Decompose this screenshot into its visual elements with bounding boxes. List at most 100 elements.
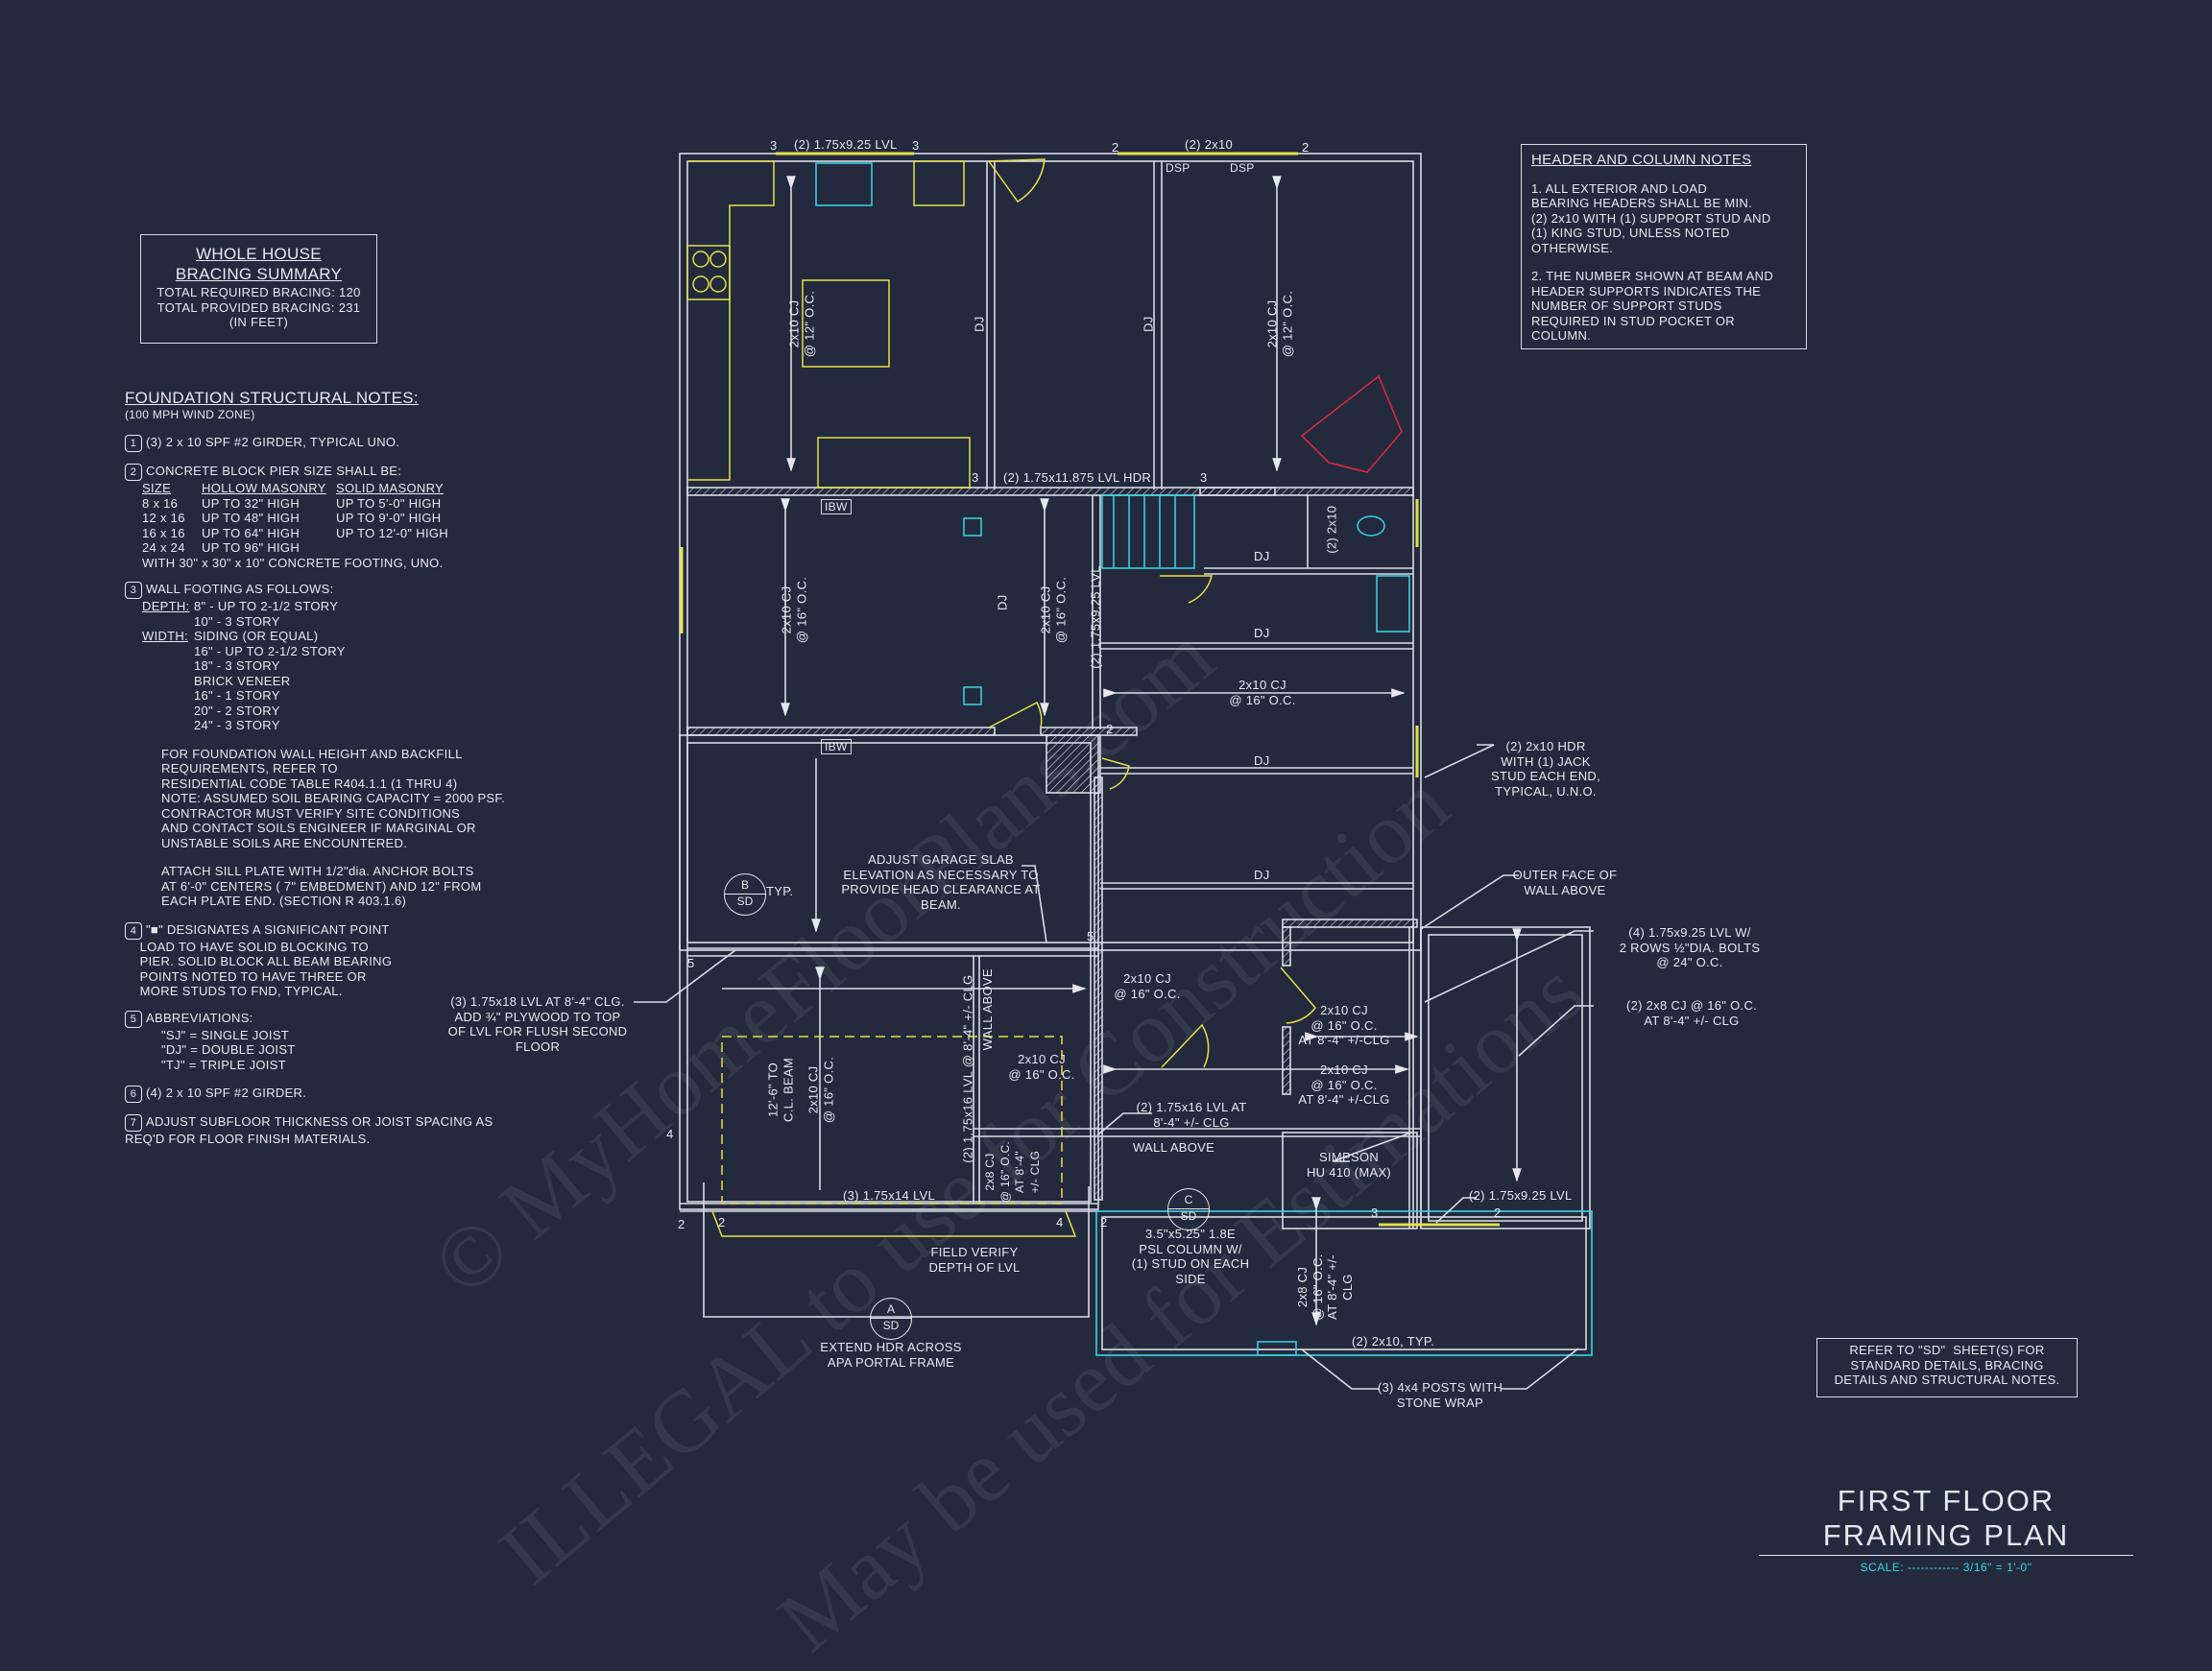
detail-c-marker[interactable]: C SD <box>1167 1188 1210 1230</box>
callout-2x8-cj: (2) 2x8 CJ @ 16" O.C. AT 8'-4" +/- CLG <box>1625 998 1758 1028</box>
footing-width: WIDTH: SIDING (OR EQUAL) 16" - UP TO 2-1… <box>142 629 346 732</box>
detail-a-top: A <box>886 1302 895 1316</box>
callout-posts-stone: (3) 4x4 POSTS WITH STONE WRAP <box>1377 1380 1503 1410</box>
label-dj-1: DJ <box>972 316 987 333</box>
label-dining-cj: 2x10 CJ @ 16" O.C. <box>779 576 809 644</box>
note-text: (3) 2 x 10 SPF #2 GIRDER, TYPICAL UNO. <box>146 435 400 449</box>
label-wall-above: WALL ABOVE <box>1133 1140 1215 1155</box>
stud-count: 4 <box>666 1127 674 1141</box>
note-marker-hex: 5 <box>125 1010 142 1028</box>
callout-lvl18: (3) 1.75x18 LVL AT 8'-4" CLG. ADD ¾" PLY… <box>447 994 628 1054</box>
label-wall-above-v: WALL ABOVE <box>979 968 995 1051</box>
header-note-2: 2. THE NUMBER SHOWN AT BEAM AND HEADER S… <box>1531 269 1774 343</box>
label-dj-6: DJ <box>1254 753 1270 768</box>
note-text: ABBREVIATIONS: <box>146 1010 253 1025</box>
label-dj-4: DJ <box>1254 549 1270 563</box>
callout-psl-column: 3.5"x5.25" 1.8E PSL COLUMN W/ (1) STUD O… <box>1131 1227 1250 1286</box>
label-dj-7: DJ <box>1254 868 1270 882</box>
label-lvl925-vertical: (2) 1.75x9.25 LVL <box>1088 565 1103 669</box>
note-text: "■" DESIGNATES A SIGNIFICANT POINT LOAD … <box>139 921 393 999</box>
label-hdr-11875: (2) 1.75x11.875 LVL HDR <box>1003 470 1152 485</box>
col-size: SIZE <box>142 481 172 495</box>
label-2x8-cj-vertical: 2x8 CJ @ 16" O.C. AT 8'-4" +/- CLG <box>983 1140 1042 1204</box>
foundation-note-3: 3 WALL FOOTING AS FOLLOWS: <box>125 582 528 599</box>
foundation-notes-subtitle: (100 MPH WIND ZONE) <box>125 408 255 421</box>
note-marker-hex: 3 <box>125 582 142 599</box>
stud-count: 2 <box>678 1217 685 1231</box>
pier-table-footer: WITH 30" x 30" x 10" CONCRETE FOOTING, U… <box>142 555 444 570</box>
header-notes-title: HEADER AND COLUMN NOTES <box>1531 152 1752 168</box>
label-top-lvl: (2) 1.75x9.25 LVL <box>794 137 898 152</box>
label-typ: TYP. <box>766 884 794 898</box>
pier-size-table: SIZE HOLLOW MASONRY SOLID MASONRY 8 x 16… <box>142 481 528 570</box>
note-marker-hex: 6 <box>125 1086 142 1103</box>
detail-b-bottom: SD <box>736 895 754 908</box>
note-marker-hex: 1 <box>125 435 142 452</box>
label-dsp-2: DSP <box>1230 161 1255 175</box>
label-stair-cj: 2x10 CJ @ 16" O.C. <box>1229 678 1296 707</box>
label-porch-2x10: (2) 2x10, TYP. <box>1352 1334 1435 1349</box>
detail-a-bottom: SD <box>882 1319 900 1332</box>
sheet-title: FIRST FLOOR FRAMING PLAN <box>1759 1484 2133 1556</box>
callout-lvl16: (2) 1.75x16 LVL AT 8'-4" +/- CLG <box>1136 1100 1247 1130</box>
label-clg-cj-2: 2x10 CJ @ 16" O.C. AT 8'-4" +/-CLG <box>1298 1062 1390 1107</box>
note-text: (4) 2 x 10 SPF #2 GIRDER. <box>146 1086 307 1100</box>
sill-plate-note: ATTACH SILL PLATE WITH 1/2"dia. ANCHOR B… <box>161 864 482 908</box>
label-dj-2: DJ <box>1141 316 1156 333</box>
label-beam-dim: 12'-6" TO C.L. BEAM <box>765 1058 796 1122</box>
label-clg-cj-1: 2x10 CJ @ 16" O.C. AT 8'-4" +/-CLG <box>1298 1003 1390 1047</box>
note-text: WALL FOOTING AS FOLLOWS: <box>146 582 334 596</box>
col-solid: SOLID MASONRY <box>336 481 445 495</box>
note-text: CONCRETE BLOCK PIER SIZE SHALL BE: <box>146 464 402 478</box>
label-kitchen-cj: 2x10 CJ @ 12" O.C. <box>786 290 817 358</box>
stud-count: 2 <box>1100 1215 1108 1229</box>
stud-count: 3 <box>770 138 778 153</box>
label-ibw-1: IBW <box>821 499 852 514</box>
sheet-scale: SCALE: ------------ 3/16" = 1'-0" <box>1860 1561 2032 1574</box>
bracing-units: (IN FEET) <box>228 315 289 329</box>
detail-a-marker[interactable]: A SD <box>870 1298 912 1340</box>
detail-c-bottom: SD <box>1180 1209 1197 1223</box>
bracing-required: TOTAL REQUIRED BRACING: 120 <box>156 285 361 299</box>
label-lvl925-bottom: (2) 1.75x9.25 LVL <box>1469 1188 1573 1203</box>
label-hall-cj: 2x10 CJ @ 16" O.C. <box>1038 576 1069 644</box>
callout-hdr-2x10: (2) 2x10 HDR WITH (1) JACK STUD EACH END… <box>1491 739 1600 799</box>
label-side-2x10: (2) 2x10 <box>1324 505 1339 554</box>
note-marker-hex: 2 <box>125 464 142 481</box>
stud-count: 3 <box>912 138 920 153</box>
col-hollow: HOLLOW MASONRY <box>202 481 326 495</box>
label-top-2x10: (2) 2x10 <box>1185 137 1234 152</box>
stud-count: 3 <box>1200 470 1208 485</box>
bracing-title-2: BRACING SUMMARY <box>175 265 343 283</box>
foundation-wall-note: FOR FOUNDATION WALL HEIGHT AND BACKFILL … <box>161 746 506 850</box>
callout-4-lvl-bolts: (4) 1.75x9.25 LVL W/ 2 ROWS ½"DIA. BOLTS… <box>1619 925 1761 969</box>
stud-count: 2 <box>1302 140 1310 155</box>
label-mud-cj: 2x10 CJ @ 16" O.C. <box>1114 971 1181 1001</box>
pier-table-header: SIZE HOLLOW MASONRY SOLID MASONRY <box>142 481 528 496</box>
stud-count: 2 <box>718 1215 726 1229</box>
foundation-note-2: 2 CONCRETE BLOCK PIER SIZE SHALL BE: <box>125 464 528 481</box>
label-ibw-2: IBW <box>821 739 852 754</box>
callout-simpson-hu410: SIMPSON HU 410 (MAX) <box>1306 1150 1392 1180</box>
label-dj-5: DJ <box>1254 626 1270 640</box>
label-porch-cj: 2x8 CJ @ 16" O.C. AT 8'-4" +/- CLG <box>1295 1253 1355 1321</box>
stud-count: 5 <box>1087 929 1094 943</box>
foundation-notes: FOUNDATION STRUCTURAL NOTES: (100 MPH WI… <box>125 389 528 1147</box>
label-lvl14: (3) 1.75x14 LVL <box>843 1188 936 1203</box>
label-lvl16-vertical: (2) 1.75x16 LVL @ 8'-4" +/- CLG <box>960 974 975 1163</box>
detail-c-top: C <box>1184 1193 1193 1206</box>
callout-field-verify: FIELD VERIFY DEPTH OF LVL <box>928 1245 1021 1275</box>
header-note-1: 1. ALL EXTERIOR AND LOAD BEARING HEADERS… <box>1531 180 1771 255</box>
stud-count: 2 <box>1106 722 1114 736</box>
stud-count: 2 <box>1494 1206 1502 1220</box>
refer-sd-note-box: REFER TO "SD" SHEET(S) FOR STANDARD DETA… <box>1816 1338 2078 1397</box>
label-garage-cj: 2x10 CJ @ 16" O.C. <box>805 1056 836 1124</box>
bracing-summary-box: WHOLE HOUSE BRACING SUMMARY TOTAL REQUIR… <box>140 234 377 344</box>
note-text: ADJUST SUBFLOOR THICKNESS OR JOIST SPACI… <box>125 1114 493 1146</box>
label-living-cj: 2x10 CJ @ 12" O.C. <box>1264 290 1295 358</box>
